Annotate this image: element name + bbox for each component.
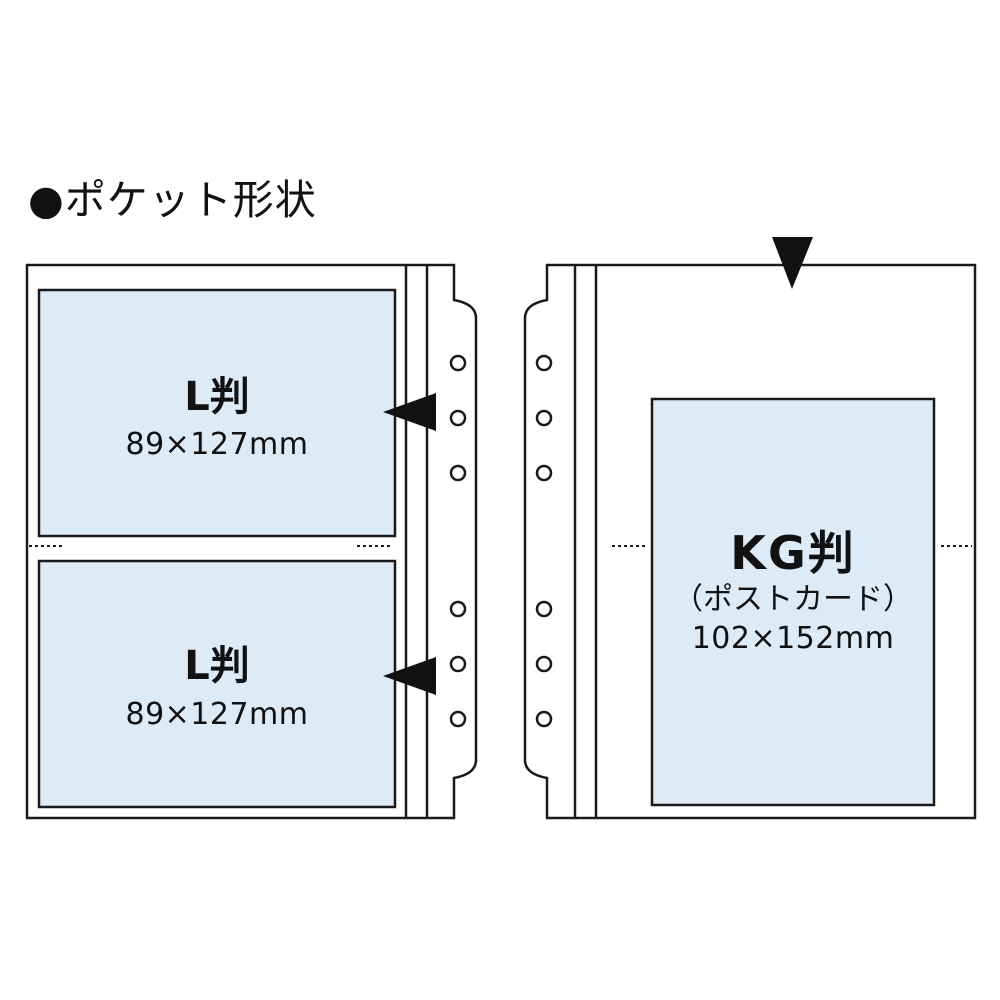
left-pocket-bottom [37,559,397,809]
section-heading: ●ポケット形状 [28,176,317,224]
left-sheet [25,263,478,820]
binder-hole [449,655,467,673]
insert-arrow-icon [383,393,436,431]
pocket-size-label: L判 [184,643,250,689]
binder-hole [535,655,553,673]
binder-hole [535,354,553,372]
binder-hole [449,600,467,618]
pocket-size-label: KG判 [730,526,856,580]
binder-hole [449,354,467,372]
pocket-dimensions: 89×127mm [125,427,309,462]
binder-hole [535,409,553,427]
insert-arrow-icon [772,237,813,289]
binder-hole [449,710,467,728]
right-pocket-kg [650,397,936,807]
pocket-size-label: L判 [184,374,250,420]
insert-arrow-icon [383,657,436,695]
pocket-dimensions: 102×152mm [691,621,895,656]
binder-hole [449,409,467,427]
binder-hole [535,464,553,482]
binder-hole [535,600,553,618]
binder-hole [535,710,553,728]
binder-hole [449,464,467,482]
pocket-note: （ポストカード） [673,582,913,617]
right-sheet [523,263,977,820]
pocket-dimensions: 89×127mm [125,697,309,732]
